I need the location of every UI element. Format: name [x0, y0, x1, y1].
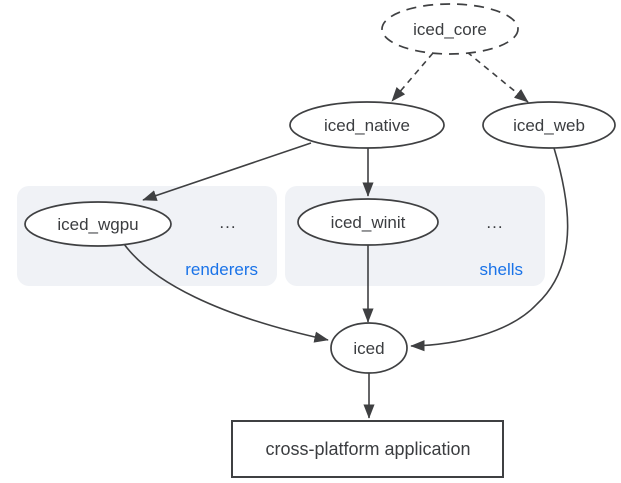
edge-native-to-wgpu	[142, 142, 312, 201]
node-iced	[330, 322, 408, 374]
node-iced-wgpu	[24, 201, 172, 247]
node-iced-core-label: iced_core	[413, 20, 487, 39]
node-iced-native-label: iced_native	[324, 116, 410, 135]
shells-ellipsis: ...	[486, 213, 503, 232]
edge-core-to-web	[466, 51, 529, 103]
node-application-box	[231, 420, 504, 478]
edge-core-to-native	[391, 52, 434, 102]
shells-group-label: shells	[480, 260, 523, 279]
renderers-ellipsis: ...	[219, 213, 236, 232]
node-iced-winit-label: iced_winit	[331, 213, 406, 232]
node-iced-wgpu-label: iced_wgpu	[57, 215, 138, 234]
edge-wgpu-to-iced	[123, 243, 329, 343]
renderers-group-label: renderers	[185, 260, 258, 279]
node-iced-label: iced	[353, 339, 384, 358]
node-iced-native	[289, 101, 445, 149]
edge-web-to-iced	[410, 147, 569, 352]
node-application-label: cross-platform application	[265, 439, 470, 459]
node-iced-web-label: iced_web	[513, 116, 585, 135]
node-iced-web	[482, 101, 616, 149]
node-iced-core	[381, 3, 519, 55]
node-iced-winit	[297, 198, 439, 246]
